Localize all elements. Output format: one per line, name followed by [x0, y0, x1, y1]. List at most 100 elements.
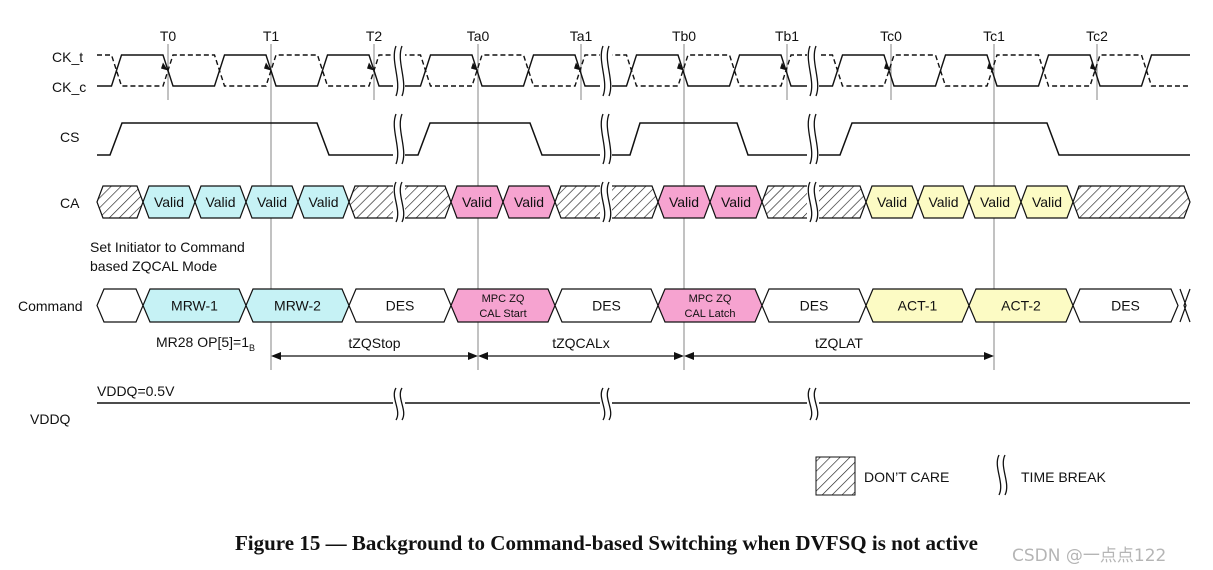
clock-edge-arrow: [780, 62, 787, 71]
time-break-stroke: [399, 387, 405, 421]
time-break-stroke: [600, 181, 606, 223]
ca-segment-label: Valid: [1032, 194, 1062, 210]
clock-tick-label: T1: [263, 28, 280, 44]
time-break-stroke: [807, 181, 813, 223]
time-break-icon: [393, 181, 405, 223]
time-break-icon: [600, 387, 612, 421]
time-break-stroke: [813, 387, 819, 421]
time-break-gap: [807, 388, 819, 420]
time-break-stroke: [393, 181, 399, 223]
time-breaks: [393, 45, 819, 421]
vddq-label: VDDQ: [30, 411, 71, 427]
ca-segment-label: Valid: [669, 194, 699, 210]
time-break-icon: [996, 454, 1008, 496]
command-bus-end: [1179, 288, 1191, 323]
command-segment-label: DES: [386, 298, 415, 314]
ca-segment-label: Valid: [721, 194, 751, 210]
clock-edge-arrow: [264, 62, 271, 71]
timing-arrowhead-right: [984, 352, 994, 360]
ca-segment-label: Valid: [205, 194, 235, 210]
ck-c-label: CK_c: [52, 79, 86, 95]
clock-tick-label: Tb0: [672, 28, 696, 44]
clock-edge-arrow: [471, 62, 478, 71]
time-break-stroke: [807, 387, 813, 421]
command-segment-label: ACT-2: [1001, 298, 1041, 314]
time-break-stroke: [399, 45, 405, 97]
time-break-gap: [807, 182, 819, 222]
cs-label: CS: [60, 129, 79, 145]
ck-c-waveform: [97, 54, 1190, 87]
initiator-note-line1: Set Initiator to Command: [90, 239, 245, 255]
command-label: Command: [18, 298, 83, 314]
ca-segment-label: Valid: [928, 194, 958, 210]
command-segment-label: CAL Latch: [685, 308, 736, 320]
clock-edge-arrow: [1090, 62, 1097, 71]
time-break-stroke: [996, 454, 1002, 496]
ca-segment-label: Valid: [257, 194, 287, 210]
command-segment-label: ACT-1: [898, 298, 938, 314]
clock-tick-label: Tc2: [1086, 28, 1108, 44]
ca-dont-care-segment: [96, 185, 144, 219]
ca-segment-label: Valid: [462, 194, 492, 210]
command-segment: [96, 288, 144, 323]
time-break-stroke: [606, 45, 612, 97]
time-break-stroke: [606, 387, 612, 421]
time-break-icon: [393, 113, 405, 165]
timing-label: tZQCALx: [552, 335, 610, 351]
time-break-stroke: [807, 45, 813, 97]
timing-arrowhead-right: [674, 352, 684, 360]
time-break-stroke: [606, 113, 612, 165]
initiator-note-line2: based ZQCAL Mode: [90, 258, 217, 274]
command-segment-label: DES: [800, 298, 829, 314]
clock-edge-arrow: [677, 62, 684, 71]
time-break-gap: [996, 455, 1008, 495]
mr28-note-sub: B: [249, 343, 255, 353]
ca-label: CA: [60, 195, 80, 211]
command-segment-label: MRW-1: [171, 298, 218, 314]
time-break-gap: [600, 182, 612, 222]
clock-tick-label: Tc1: [983, 28, 1005, 44]
figure-caption: Figure 15 — Background to Command-based …: [234, 531, 979, 555]
vddq-value-label: VDDQ=0.5V: [97, 383, 175, 399]
clock-tick-label: Tb1: [775, 28, 799, 44]
cs-signal: [97, 122, 1190, 156]
clock-tick-label: T0: [160, 28, 177, 44]
cs-waveform: [97, 122, 1190, 156]
time-break-icon: [393, 387, 405, 421]
time-break-stroke: [1002, 454, 1008, 496]
timing-arrowhead-left: [478, 352, 488, 360]
time-break-stroke: [600, 113, 606, 165]
ca-dont-care-segment: [1072, 185, 1191, 219]
dont-care-swatch: [815, 456, 856, 496]
time-break-stroke: [600, 45, 606, 97]
time-break-stroke: [399, 181, 405, 223]
ck-t-label: CK_t: [52, 49, 83, 65]
clock-tick-label: Ta0: [467, 28, 490, 44]
time-break-stroke: [393, 45, 399, 97]
ca-segment-label: Valid: [308, 194, 338, 210]
time-break-gap: [600, 388, 612, 420]
time-break-stroke: [393, 113, 399, 165]
time-break-stroke: [807, 113, 813, 165]
dont-care-legend-label: DON’T CARE: [864, 469, 949, 485]
mr28-note-main: MR28 OP[5]=1: [156, 334, 249, 350]
time-break-icon: [600, 45, 612, 97]
time-break-legend-label: TIME BREAK: [1021, 469, 1106, 485]
time-break-icon: [600, 181, 612, 223]
timing-arrowhead-right: [468, 352, 478, 360]
clock-edge-arrow: [161, 62, 168, 71]
time-break-gap: [807, 114, 819, 164]
ca-segment-label: Valid: [877, 194, 907, 210]
clock-waveforms: [97, 54, 1190, 87]
time-break-icon: [807, 181, 819, 223]
timing-label: tZQStop: [348, 335, 400, 351]
command-segment-label: DES: [592, 298, 621, 314]
time-break-icon: [807, 113, 819, 165]
command-segment-label: MRW-2: [274, 298, 321, 314]
time-break-symbol: [996, 454, 1008, 496]
time-break-stroke: [600, 387, 606, 421]
clock-edge-arrow: [367, 62, 374, 71]
